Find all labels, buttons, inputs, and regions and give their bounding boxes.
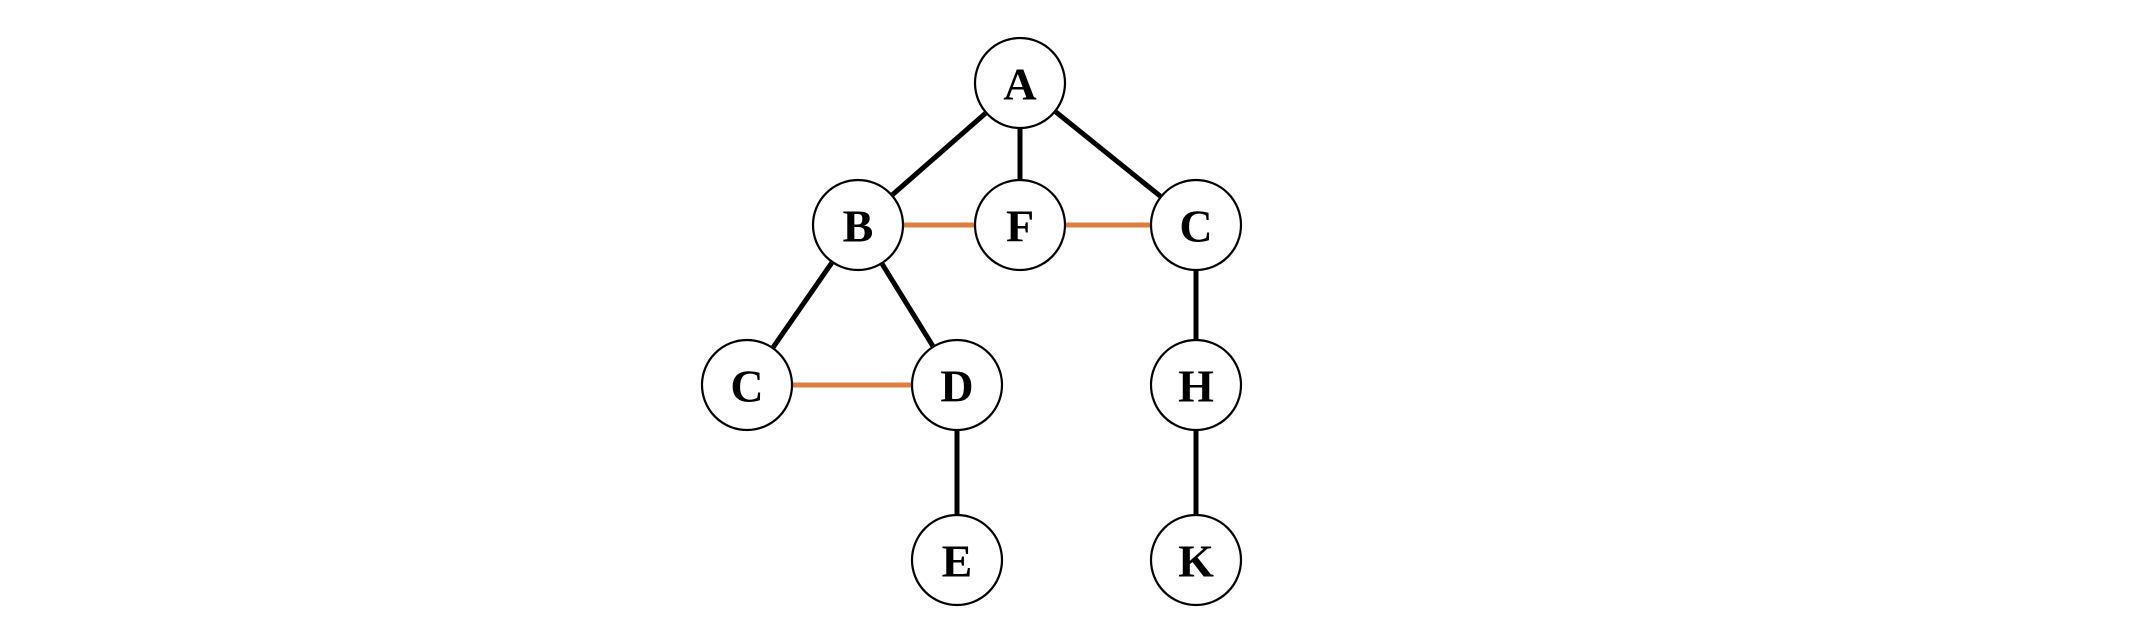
node-circle-E[interactable] xyxy=(910,513,1004,607)
node-label-H: H xyxy=(1178,361,1214,412)
node-C2[interactable]: C xyxy=(1149,178,1243,272)
node-label-D: D xyxy=(940,361,973,412)
node-H[interactable]: H xyxy=(1149,338,1243,432)
edges-layer xyxy=(771,109,1199,514)
node-K[interactable]: K xyxy=(1149,513,1243,607)
node-F[interactable]: F xyxy=(973,178,1067,272)
node-label-C2: C xyxy=(1179,201,1212,252)
node-label-C1: C xyxy=(730,361,763,412)
node-circle-B[interactable] xyxy=(811,178,905,272)
node-C1[interactable]: C xyxy=(700,338,794,432)
node-circle-K[interactable] xyxy=(1149,513,1243,607)
node-circle-C2[interactable] xyxy=(1149,178,1243,272)
node-D[interactable]: D xyxy=(910,338,1004,432)
node-circle-A[interactable] xyxy=(973,36,1067,130)
node-circle-D[interactable] xyxy=(910,338,1004,432)
node-label-B: B xyxy=(843,201,874,252)
node-label-K: K xyxy=(1178,536,1214,587)
node-label-F: F xyxy=(1006,201,1034,252)
nodes-layer: A B F C C D H E K xyxy=(700,36,1243,607)
node-circle-F[interactable] xyxy=(973,178,1067,272)
node-label-A: A xyxy=(1003,59,1036,110)
node-label-E: E xyxy=(942,536,973,587)
node-E[interactable]: E xyxy=(910,513,1004,607)
edge-A-C2 xyxy=(1054,109,1162,199)
edge-B-D xyxy=(880,262,935,348)
node-circle-C1[interactable] xyxy=(700,338,794,432)
edge-A-B xyxy=(890,111,988,197)
node-circle-H[interactable] xyxy=(1149,338,1243,432)
node-B[interactable]: B xyxy=(811,178,905,272)
node-A[interactable]: A xyxy=(973,36,1067,130)
edge-B-C1 xyxy=(771,261,834,349)
